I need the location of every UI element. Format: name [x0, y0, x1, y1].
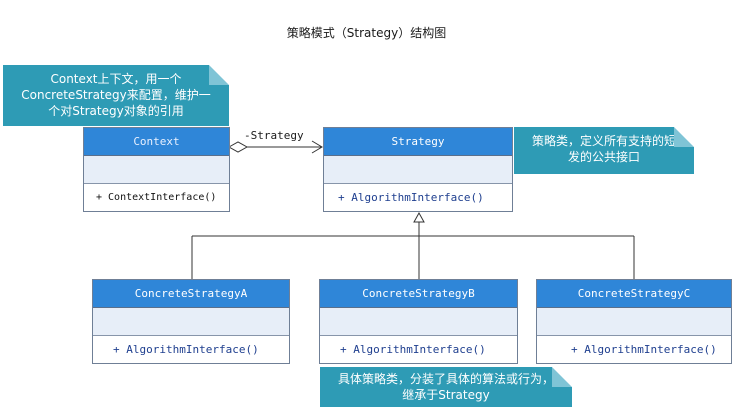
association-label: -Strategy	[244, 129, 304, 142]
context-operation: + ContextInterface()	[84, 184, 229, 211]
context-note-fold	[209, 65, 229, 85]
context-class[interactable]: Context + ContextInterface()	[83, 127, 230, 212]
concrete-strategy-b-attributes	[320, 308, 517, 336]
concrete-note-line-2: 继承于Strategy	[402, 388, 490, 402]
concrete-strategy-a-class[interactable]: ConcreteStrategyA + AlgorithmInterface()	[92, 279, 290, 364]
strategy-note-fold	[674, 127, 694, 147]
strategy-class[interactable]: Strategy + AlgorithmInterface()	[323, 127, 513, 212]
context-note-line-3: 个对Strategy对象的引用	[48, 104, 184, 118]
concrete-strategy-c-class[interactable]: ConcreteStrategyC + AlgorithmInterface()	[536, 279, 732, 364]
concrete-strategy-b-class[interactable]: ConcreteStrategyB + AlgorithmInterface()	[319, 279, 518, 364]
diagram-title: 策略模式（Strategy）结构图	[286, 26, 447, 40]
strategy-operation: + AlgorithmInterface()	[324, 184, 512, 211]
inheritance-triangle	[413, 211, 425, 223]
concrete-strategy-a-attributes	[93, 308, 289, 336]
concrete-strategy-b-operation: + AlgorithmInterface()	[320, 336, 517, 363]
context-note-line-2: ConcreteStrategy来配置，维护一	[21, 88, 211, 102]
concrete-note-line-1: 具体策略类，分装了具体的算法或行为，	[337, 372, 554, 386]
strategy-note-line-1: 策略类，定义所有支持的短	[531, 134, 676, 148]
concrete-note: 具体策略类，分装了具体的算法或行为， 继承于Strategy	[320, 367, 572, 407]
concrete-strategy-c-attributes	[537, 308, 731, 336]
concrete-strategy-b-name: ConcreteStrategyB	[320, 280, 517, 308]
context-note: Context上下文，用一个 ConcreteStrategy来配置，维护一 个…	[3, 65, 229, 126]
context-attributes	[84, 156, 229, 184]
strategy-class-name: Strategy	[324, 128, 512, 156]
aggregation-diamond	[227, 141, 249, 153]
context-note-line-1: Context上下文，用一个	[50, 72, 182, 86]
context-class-name: Context	[84, 128, 229, 156]
strategy-note-line-2: 发的公共接口	[567, 150, 640, 164]
concrete-note-fold	[552, 367, 572, 387]
association-arrowhead	[311, 140, 323, 154]
strategy-note: 策略类，定义所有支持的短 发的公共接口	[514, 127, 694, 174]
strategy-attributes	[324, 156, 512, 184]
concrete-strategy-a-operation: + AlgorithmInterface()	[93, 336, 289, 363]
concrete-strategy-a-name: ConcreteStrategyA	[93, 280, 289, 308]
concrete-strategy-c-operation: + AlgorithmInterface()	[537, 336, 731, 363]
concrete-strategy-c-name: ConcreteStrategyC	[537, 280, 731, 308]
